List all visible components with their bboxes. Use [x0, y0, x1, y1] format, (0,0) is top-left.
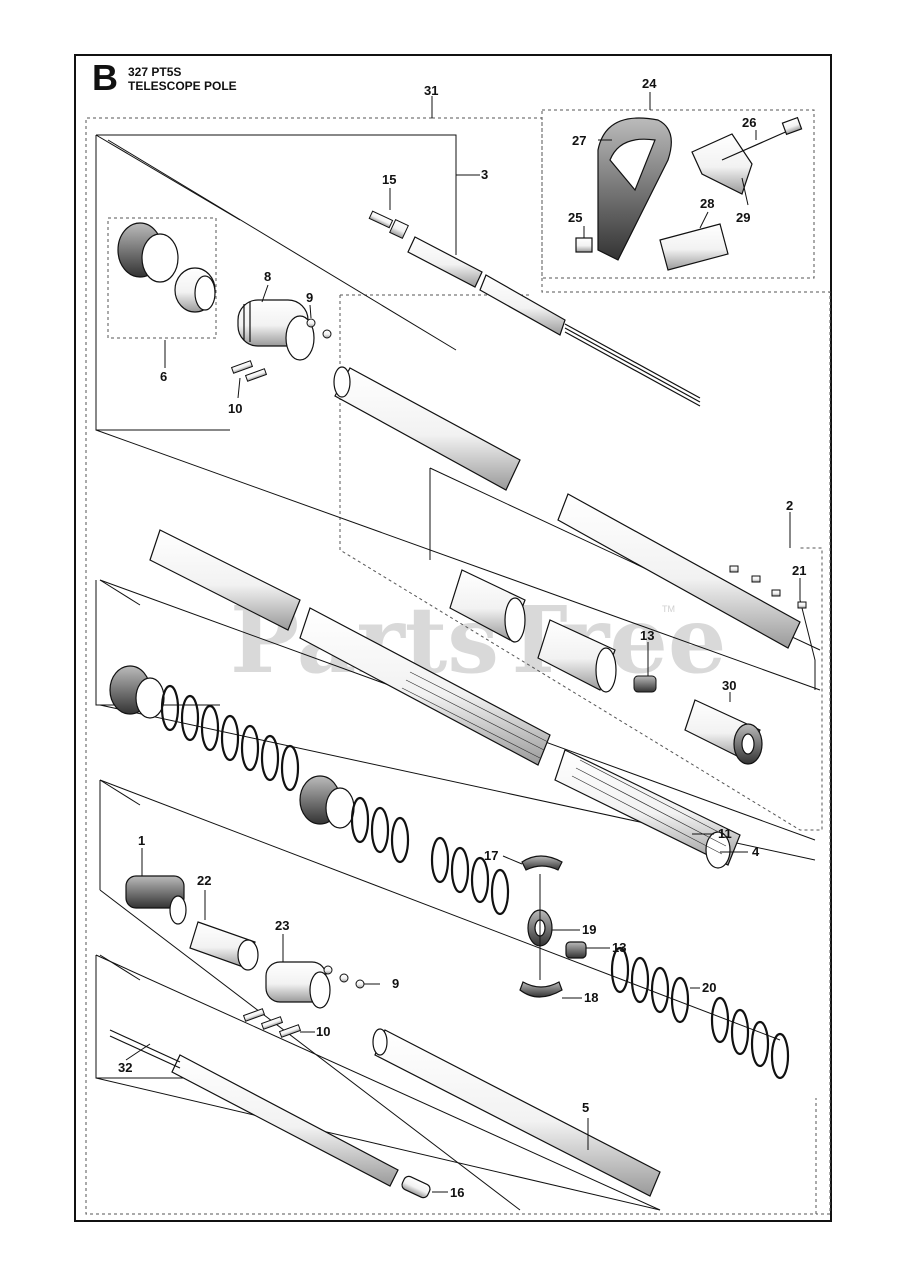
callout-3: 3 — [481, 167, 488, 182]
callout-18: 19 — [582, 922, 596, 937]
callout-31: 31 — [424, 83, 438, 98]
part-6-lock-knob — [117, 222, 216, 313]
part-5-lower-tube — [372, 1028, 661, 1197]
grip-ribs — [401, 671, 731, 855]
guide-sleeves — [449, 569, 617, 693]
part-3-drive-cable — [407, 236, 701, 407]
callout-17: 18 — [584, 990, 598, 1005]
callout-13-lower: 13 — [612, 940, 626, 955]
callout-2: 2 — [786, 498, 793, 513]
callout-32: 32 — [118, 1060, 132, 1075]
part-4-grip-tube — [149, 529, 741, 869]
callout-labels: 31 3 15 8 9 10 6 2 21 13 30 11 4 17 19 1… — [118, 76, 806, 1200]
diagram-frame — [74, 54, 832, 1222]
diagram-title: TELESCOPE POLE — [128, 79, 237, 93]
part-24-hook-assembly — [575, 116, 803, 271]
part-8-pole-clamp — [237, 299, 315, 361]
screws-23 — [729, 565, 807, 609]
callout-25: 25 — [568, 210, 582, 225]
part-13-bushing-upper — [633, 675, 657, 693]
callout-27: 27 — [572, 133, 586, 148]
callout-26: 26 — [742, 115, 756, 130]
part-15-cable-end — [368, 210, 409, 239]
assembly-group-outlines — [85, 109, 831, 1215]
callout-11: 11 — [718, 826, 732, 841]
section-letter: B — [92, 57, 118, 98]
parts-16-17-18-13 — [519, 855, 587, 998]
callout-4: 4 — [752, 844, 760, 859]
callout-30: 30 — [722, 678, 736, 693]
leader-lines — [125, 92, 801, 1193]
callout-20: 16 — [450, 1185, 464, 1200]
callout-1: 1 — [138, 833, 145, 848]
callout-10-lower: 10 — [316, 1024, 330, 1039]
callout-15: 15 — [382, 172, 396, 187]
callout-28: 28 — [700, 196, 714, 211]
springs — [160, 684, 790, 1080]
callout-9-lower: 9 — [392, 976, 399, 991]
part-30-bearing-housing — [684, 699, 763, 765]
callout-19: 20 — [702, 980, 716, 995]
knurled-grips — [109, 665, 355, 829]
part-31-upper-tube — [333, 366, 801, 649]
callout-29: 29 — [736, 210, 750, 225]
screws-9-10-lower — [242, 965, 365, 1038]
callout-13-upper: 13 — [640, 628, 654, 643]
callout-9-upper: 9 — [306, 290, 313, 305]
callout-6: 6 — [160, 369, 167, 384]
callout-21: 22 — [197, 873, 211, 888]
callout-22: 23 — [275, 918, 289, 933]
callout-24: 24 — [642, 76, 657, 91]
callout-23: 21 — [792, 563, 806, 578]
watermark-trademark: TM — [662, 604, 675, 614]
screws-9-10-upper — [230, 318, 332, 382]
model-number: 327 PT5S — [128, 65, 182, 79]
callout-10-upper: 10 — [228, 401, 242, 416]
part-32-drive-shaft — [109, 1029, 431, 1199]
callout-16: 17 — [484, 848, 498, 863]
callout-5: 5 — [582, 1100, 589, 1115]
callout-8: 8 — [264, 269, 271, 284]
parts-1-21-22 — [125, 875, 331, 1009]
